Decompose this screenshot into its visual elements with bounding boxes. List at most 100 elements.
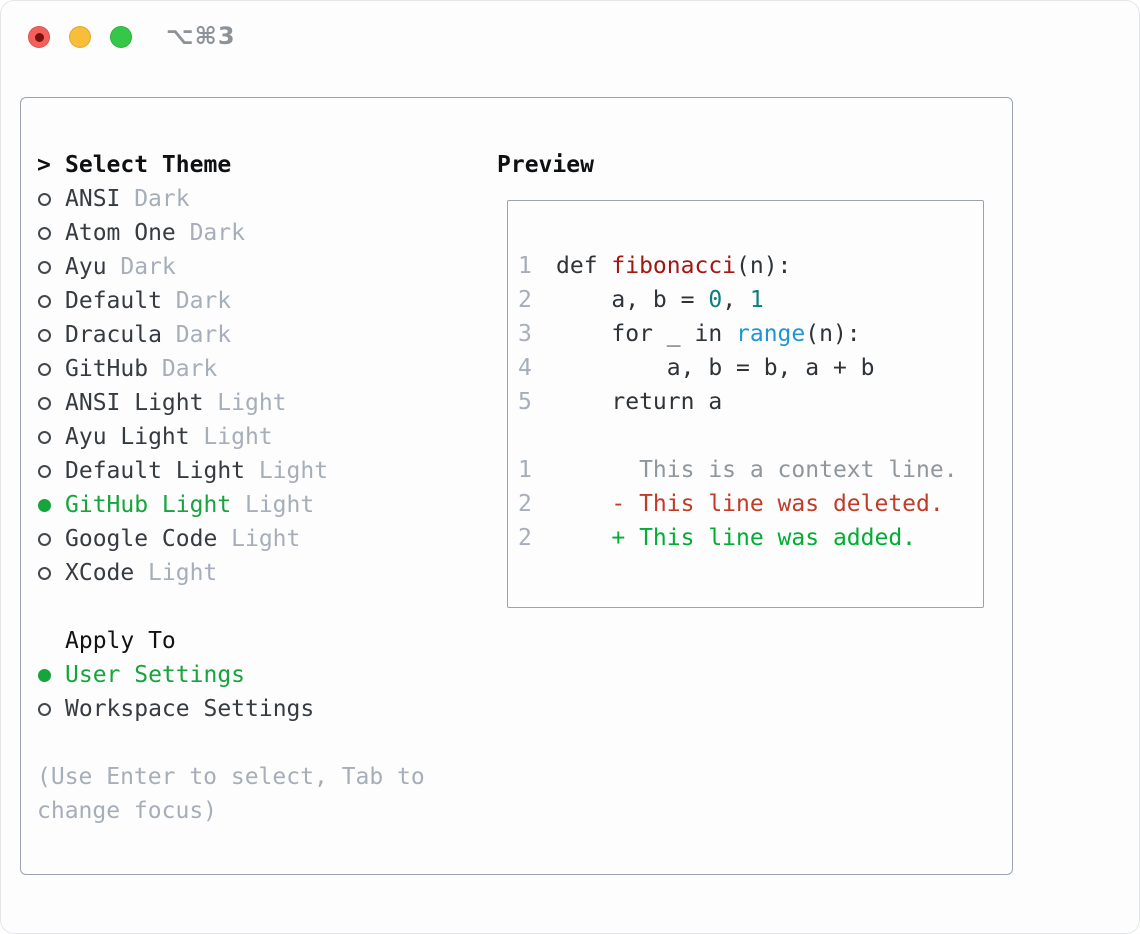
radio-unselected-icon [38, 294, 51, 308]
line-content: for _ in range(n): [556, 321, 861, 347]
variant-tag: Light [203, 424, 273, 450]
variant-tag: Light [231, 526, 301, 552]
close-button[interactable] [28, 26, 50, 48]
preview-header: Preview [497, 148, 1012, 182]
radio-unselected-icon [38, 396, 51, 410]
line-number: 5 [518, 389, 532, 415]
variant-tag: Dark [134, 186, 190, 212]
theme-option-ayu-light[interactable]: Ayu Light Light [37, 420, 477, 454]
line-number: 2 [518, 525, 532, 551]
minimize-button[interactable] [69, 26, 91, 48]
line-number: 2 [518, 287, 532, 313]
variant-tag: Dark [175, 322, 232, 348]
marker [37, 362, 65, 376]
radio-unselected-icon [38, 566, 51, 580]
theme-option-ansi[interactable]: ANSI Dark [37, 182, 477, 216]
line-number: 2 [518, 491, 532, 517]
radio-unselected-icon [38, 328, 51, 342]
theme-option-label: Default [65, 288, 162, 314]
apply-option-user-settings[interactable]: User Settings [37, 658, 477, 692]
line-number: 3 [518, 321, 532, 347]
radio-unselected-icon [38, 260, 51, 274]
variant-tag: Dark [120, 254, 176, 280]
variant-tag: Dark [175, 288, 232, 314]
theme-option-label: ANSI Light [65, 390, 204, 416]
spacer [37, 590, 477, 624]
line-content: a, b = b, a + b [556, 355, 875, 381]
radio-unselected-icon [38, 464, 51, 478]
theme-option-label: Google Code [65, 526, 218, 552]
marker [37, 260, 65, 274]
theme-option-label: ANSI [65, 186, 121, 212]
traffic-lights [28, 26, 132, 48]
theme-option-label: GitHub Light [65, 492, 232, 518]
radio-selected-icon [38, 668, 51, 682]
spacer [37, 726, 477, 760]
select-theme-title: Select Theme [65, 152, 232, 178]
marker [37, 498, 65, 512]
record-dot-icon [34, 32, 44, 42]
theme-option-label: XCode [65, 560, 135, 586]
radio-unselected-icon [38, 532, 51, 546]
apply-option-label: User Settings [65, 662, 246, 688]
variant-tag: Light [244, 492, 315, 518]
apply-to-title: Apply To [65, 628, 176, 654]
radio-unselected-icon [38, 430, 51, 444]
hint-line-1: (Use Enter to select, Tab to [37, 764, 425, 790]
line-content: + This line was added. [556, 525, 917, 551]
code-line: 3 for _ in range(n): [518, 317, 983, 351]
window-title-shortcut: ⌥⌘3 [166, 22, 236, 50]
radio-selected-icon [38, 498, 51, 512]
variant-tag: Light [148, 560, 218, 586]
zoom-button[interactable] [110, 26, 132, 48]
radio-unselected-icon [38, 226, 51, 240]
theme-option-github-light[interactable]: GitHub Light Light [37, 488, 477, 522]
line-content: return a [556, 389, 723, 415]
marker [37, 294, 65, 308]
apply-to-header: Apply To [37, 624, 477, 658]
code-line: 2 a, b = 0, 1 [518, 283, 983, 317]
apply-option-label: Workspace Settings [65, 696, 315, 722]
select-theme-header: > Select Theme [37, 148, 477, 182]
prompt-caret-icon: > [37, 152, 51, 178]
hint-line-2: change focus) [37, 798, 218, 824]
marker [37, 464, 65, 478]
theme-option-google-code[interactable]: Google Code Light [37, 522, 477, 556]
variant-tag: Dark [161, 356, 218, 382]
marker [37, 702, 65, 716]
line-number: 4 [518, 355, 532, 381]
apply-option-workspace-settings[interactable]: Workspace Settings [37, 692, 477, 726]
marker [37, 226, 65, 240]
variant-tag: Light [258, 458, 329, 484]
window-titlebar: ⌥⌘3 [0, 0, 1140, 97]
line-number: 1 [518, 253, 532, 279]
variant-tag: Light [217, 390, 287, 416]
marker [37, 668, 65, 682]
line-content: - This line was deleted. [556, 491, 944, 517]
diff-line: 1 This is a context line. [518, 453, 983, 487]
blank-line [518, 419, 983, 453]
radio-unselected-icon [38, 702, 51, 716]
preview-title: Preview [497, 152, 594, 178]
theme-option-xcode[interactable]: XCode Light [37, 556, 477, 590]
radio-unselected-icon [38, 362, 51, 376]
theme-option-default[interactable]: Default Dark [37, 284, 477, 318]
theme-option-ansi-light[interactable]: ANSI Light Light [37, 386, 477, 420]
diff-line: 2 - This line was deleted. [518, 487, 983, 521]
theme-option-label: Ayu Light [65, 424, 190, 450]
variant-tag: Dark [189, 220, 245, 246]
diff-line: 2 + This line was added. [518, 521, 983, 555]
line-content: def fibonacci(n): [556, 253, 792, 279]
marker [37, 532, 65, 546]
code-line: 5 return a [518, 385, 983, 419]
